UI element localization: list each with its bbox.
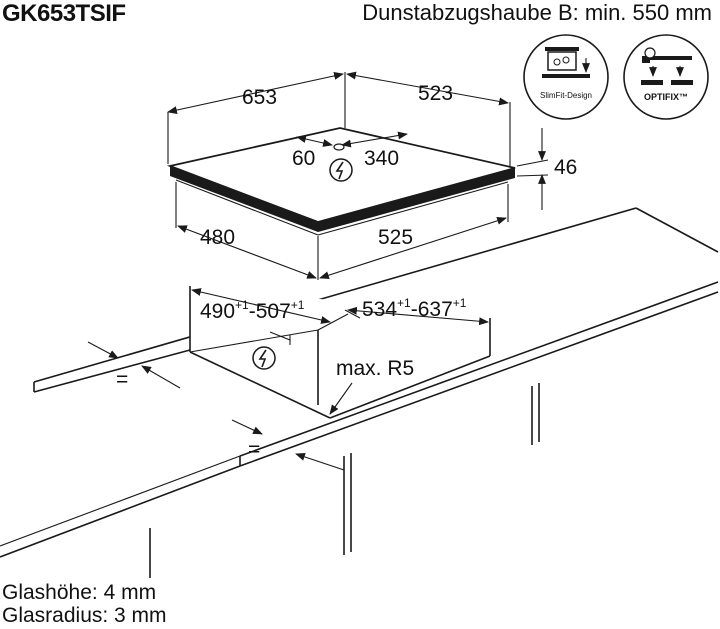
- optifix-badge: OPTIFIX™: [623, 34, 709, 120]
- dim-inner-depth: 525: [378, 226, 413, 249]
- slimfit-design-badge: SlimFit-Design: [523, 34, 609, 120]
- dim-connection-depth: 340: [364, 147, 399, 170]
- cutout-dimension-lines: [191, 288, 489, 326]
- dim-hob-width: 653: [242, 86, 277, 109]
- dim-connection-offset: 60: [292, 147, 315, 170]
- model-title: GK653TSIF: [2, 0, 126, 27]
- radius-pointer: [329, 382, 353, 415]
- svg-text:OPTIFIX™: OPTIFIX™: [644, 92, 688, 102]
- hob-bottom-dimensions: [175, 182, 509, 280]
- dim-hob-height: 46: [554, 156, 577, 179]
- glass-radius-note: Glasradius: 3 mm: [2, 604, 167, 627]
- dim-cutout-width: 490+1-507+1: [200, 298, 305, 323]
- equal-sign-left: =: [116, 368, 128, 391]
- equal-distance-markers: [87, 341, 345, 471]
- cutout-connection-icon: [252, 346, 276, 370]
- dim-inner-width: 480: [200, 226, 235, 249]
- hob-top-dimensions: [167, 71, 511, 166]
- dim-cutout-depth: 534+1-637+1: [362, 296, 467, 321]
- electric-connection-icon: [329, 158, 353, 182]
- connection-dimensions: [296, 131, 408, 151]
- glass-height-note: Glashöhe: 4 mm: [2, 581, 157, 604]
- hood-distance-note: Dunstabzugshaube B: min. 550 mm: [362, 0, 712, 25]
- equal-sign-front: =: [248, 438, 260, 461]
- hob-height-dimension: [516, 128, 549, 210]
- svg-text:SlimFit-Design: SlimFit-Design: [540, 91, 592, 100]
- cutout-radius-label: max. R5: [336, 357, 414, 380]
- dim-hob-depth: 523: [418, 82, 453, 105]
